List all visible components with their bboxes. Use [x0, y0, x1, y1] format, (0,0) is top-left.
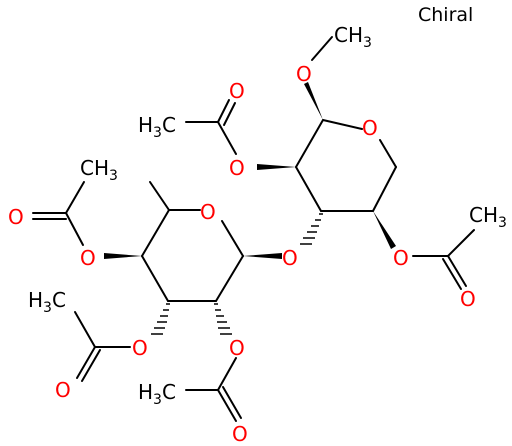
atom-oxygen: O: [362, 116, 378, 140]
methyl-group-methoxy: CH3: [334, 23, 372, 51]
bond-c-o-double-4: [442, 258, 462, 290]
bond-c-o-double-7: [76, 346, 96, 379]
wedge-c2-o2: [257, 164, 296, 170]
atom-oxygen: O: [296, 62, 312, 86]
atom-oxygen: O: [8, 205, 24, 229]
bond-c-ch3-d: [74, 311, 96, 348]
bond-c5p-ch3: [149, 181, 170, 211]
hash-c3p-o3p: [151, 303, 170, 335]
bond-c5-c4: [372, 166, 397, 212]
atom-oxygen: O: [80, 246, 96, 270]
atom-label-layer: O O O O O O O O O O O O O O CH3 H3C CH3 …: [8, 23, 507, 446]
bond-c-o-double-10: [222, 386, 242, 419]
atom-oxygen: O: [55, 378, 71, 402]
atom-oxygen: O: [229, 79, 245, 103]
wedge-c1p-o3: [243, 253, 282, 259]
bond-c2-c1: [295, 119, 324, 168]
hash-c2p-o2p: [214, 303, 232, 335]
bond-c5p-c4p: [141, 209, 170, 257]
methyl-group-acetyl: H3C: [28, 288, 66, 316]
bond-c-ch3-b: [447, 229, 475, 257]
atom-oxygen: O: [132, 336, 148, 360]
atom-oxygen: O: [460, 287, 476, 311]
atom-oxygen: O: [282, 246, 298, 270]
bond-c4p-c3p: [141, 255, 169, 302]
bond-c3-c2: [295, 166, 322, 212]
bond-c-o-double-8: [81, 349, 101, 382]
bond-o2-c: [217, 121, 237, 155]
atom-oxygen: O: [232, 422, 248, 446]
hash-c3-o3: [300, 213, 323, 245]
bond-o2p-c: [217, 357, 237, 391]
methyl-group-acetyl: H3C: [138, 113, 176, 141]
bond-c1p-o5p: [221, 220, 244, 257]
atom-oxygen: O: [200, 200, 216, 224]
atom-oxygen: O: [393, 246, 409, 270]
methyl-group-acetyl: CH3: [469, 203, 507, 231]
methyl-group-acetyl: H3C: [138, 380, 176, 408]
bond-layer: [32, 36, 475, 422]
bond-o1-ch3: [311, 36, 333, 61]
methyl-group-acetyl: CH3: [80, 156, 118, 184]
atom-oxygen: O: [229, 156, 245, 180]
bond-c-o-double-2: [223, 102, 236, 126]
bond-c-ch3-c: [65, 181, 85, 214]
bond-o5-c5: [379, 139, 397, 168]
wedge-c4p-o4p: [104, 253, 142, 259]
chiral-label: Chiral: [418, 4, 473, 26]
bond-c-o-double-1: [217, 99, 230, 123]
bond-c1-o5: [322, 119, 363, 130]
bond-c-o-double-3: [447, 255, 467, 287]
bond-c2p-c1p: [215, 255, 244, 302]
wedge-c1-o1: [304, 82, 323, 120]
atom-oxygen: O: [229, 336, 245, 360]
wedge-c4-o4: [373, 211, 396, 249]
bond-c-o-double-9: [217, 389, 237, 422]
bond-o4p-c: [65, 212, 84, 246]
